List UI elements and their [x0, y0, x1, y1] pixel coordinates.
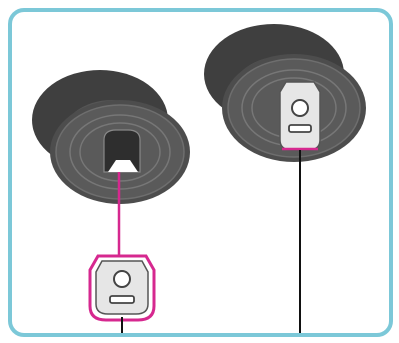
reel-clip-illustration: [12, 12, 389, 333]
illustration-frame: [8, 8, 393, 337]
left-cable-clip-icon: [90, 256, 154, 320]
right-clip-slot: [289, 125, 311, 132]
right-cable-clip-icon: [280, 82, 320, 150]
left-reel: [32, 70, 190, 204]
right-clip-hole: [292, 100, 308, 116]
left-clip-hole: [114, 271, 130, 287]
left-clip-slot: [110, 296, 134, 303]
